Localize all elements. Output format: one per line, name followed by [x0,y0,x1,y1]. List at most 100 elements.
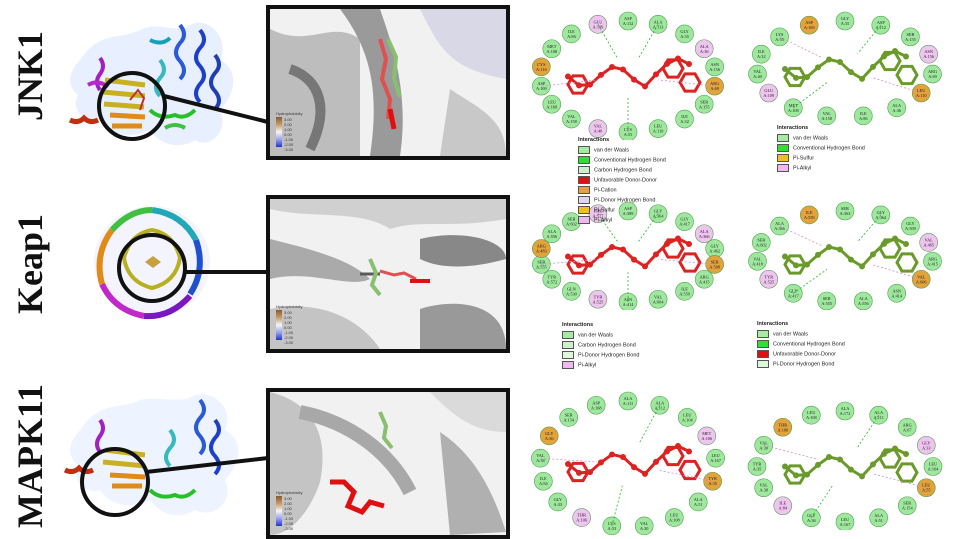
interaction-type-label: van der Waals [773,331,808,338]
residue-circle [675,212,694,231]
hydrophobicity-tick: 0.00 [284,325,292,330]
residue-type: TYR [764,274,773,279]
residue-circle [752,44,771,64]
ligand-atom [782,66,788,72]
interaction-line [658,79,715,87]
ligand-atom [642,263,648,270]
residue-circle [923,251,942,271]
residue-circle [562,109,581,129]
interaction-type-item: Pi-Donor Hydrogen Bond [562,351,677,359]
residue-number: A:110 [653,129,664,134]
residue-type: VAL [640,521,649,526]
residue-number: A:35 [708,481,717,486]
ligand-atom [565,253,571,260]
interaction-type-label: Pi-Sulfur [594,207,616,214]
residue-circle [919,44,938,64]
ligand-atom [815,251,821,258]
binding-site-render-jnk1 [270,9,506,156]
residue-type: VAL [536,453,545,458]
interactions-legend-title: Interactions [562,322,594,328]
residue-type: ALA [775,221,785,226]
interaction-type-item: van der Waals [757,330,872,338]
residue-type: SER [700,99,708,104]
ligand-atom [675,55,681,62]
residue-circle [675,282,694,301]
hydrophobicity-tick: -2.00 [284,142,294,147]
residue-number: A:417 [679,222,691,227]
residue-number: A:32 [680,119,689,124]
residue-circle [871,205,891,225]
residue-type: ARG [928,256,937,261]
ligand-atom [642,470,648,477]
residue-circle [923,64,942,84]
residue-number: A:559 [679,291,690,296]
residue-number: A:40 [594,129,603,134]
residue-circle [697,426,717,446]
residue-number: A:38 [536,458,545,463]
ligand-ring [566,254,590,275]
ligand-atom [859,263,865,270]
interaction-type-item: van der Waals [777,134,892,142]
interaction-swatch [562,341,574,349]
residue-type: SER [823,296,831,301]
residue-number: A:55 [775,37,784,42]
residue-circle [648,119,668,138]
interaction-type-item: Conventional Hydrogen Bond [757,340,872,348]
residue-circle [694,269,714,289]
residue-type: ILE [806,210,813,215]
residue-type: ASP [624,206,632,211]
residue-circle [869,508,888,528]
interaction-type-item: Conventional Hydrogen Bond [578,156,693,164]
residue-circle [917,435,936,455]
residue-circle [817,106,837,125]
ligand-atom [903,241,909,248]
residue-type: ALA [694,497,704,502]
ligand-atom [576,469,582,476]
residue-type: GLN [567,286,576,291]
residue-type: ALA [841,406,851,411]
residue-type: VAL [760,483,769,488]
residue-number: A:111 [873,415,883,420]
interaction-swatch [757,350,769,358]
binding-site-render-keap1 [270,199,506,349]
residue-circle [572,508,591,527]
residue-type: GLY [545,431,553,436]
interaction-type-label: Pi-Donor Hydrogen Bond [773,361,835,368]
interaction-swatch [578,156,590,164]
residue-circle [759,83,779,103]
ligand-ring [783,464,807,485]
ligand-ring [566,461,590,483]
residue-type: TYR [708,476,717,481]
residue-type: GLY [906,221,914,226]
residue-number: A:169 [536,86,547,91]
residue-type: LEU [929,462,938,467]
interaction-type-item: Unfavorable Donor-Donor [578,176,693,184]
residue-circle [634,516,654,535]
residue-number: A:366 [774,226,786,231]
residue-number: A:154 [563,417,575,422]
residue-number: A:389 [623,211,634,216]
ligand-atom [664,448,670,455]
ligand-atom [664,240,670,247]
residue-type: LEU [711,453,720,458]
residue-number: A:168 [591,405,602,410]
ligand-atom [631,256,637,263]
residue-number: A:36 [892,108,901,113]
interaction-type-label: Pi-Sulfur [793,155,815,162]
ligand-atom [848,69,854,76]
ligand-atom [664,60,670,67]
interaction-type-label: Conventional Hydrogen Bond [793,145,865,152]
